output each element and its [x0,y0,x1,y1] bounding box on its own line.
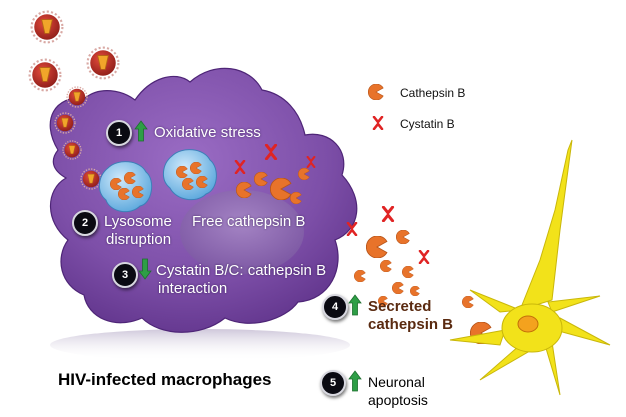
step-3-down-arrow-icon [138,258,152,280]
nucleus [180,190,304,274]
step-2-label-line2: disruption [106,231,172,248]
step-2-badge: 2 [72,210,98,236]
step-5-up-arrow-icon [348,370,362,392]
step-3-label-line2: interaction [158,280,228,297]
virus-particle [86,46,120,80]
step-2-label-line1: Lysosome [104,213,172,230]
step-1-label: Oxidative stress [154,124,261,141]
step-3-badge: 3 [112,262,138,288]
step-4-badge: 4 [322,294,348,320]
cell-shadow [50,329,350,361]
legend-cystatin-label: Cystatin B [400,117,455,131]
virus-particle [30,10,64,44]
step-5-label-line2: apoptosis [368,392,428,408]
step-3-label-line1: Cystatin B/C: cathepsin B [156,262,327,279]
legend-cystatin-icon [372,116,384,130]
step-4-up-arrow-icon [348,294,362,316]
legend-cathepsin-label: Cathepsin B [400,86,466,100]
step-1-badge: 1 [106,120,132,146]
lysosome [99,161,153,213]
free-cathepsin-label: Free cathepsin B [192,213,306,230]
step-5-badge: 5 [320,370,346,396]
legend-cathepsin-icon [368,84,384,100]
step-4-label-line1: Secreted [368,298,432,315]
step-1-up-arrow-icon [134,120,148,142]
step-5-label-line1: Neuronal [368,374,425,390]
macrophage-label: HIV-infected macrophages [58,370,272,389]
virus-particle [28,58,62,92]
neuron [449,139,611,396]
step-4-label-line2: cathepsin B [368,316,454,333]
